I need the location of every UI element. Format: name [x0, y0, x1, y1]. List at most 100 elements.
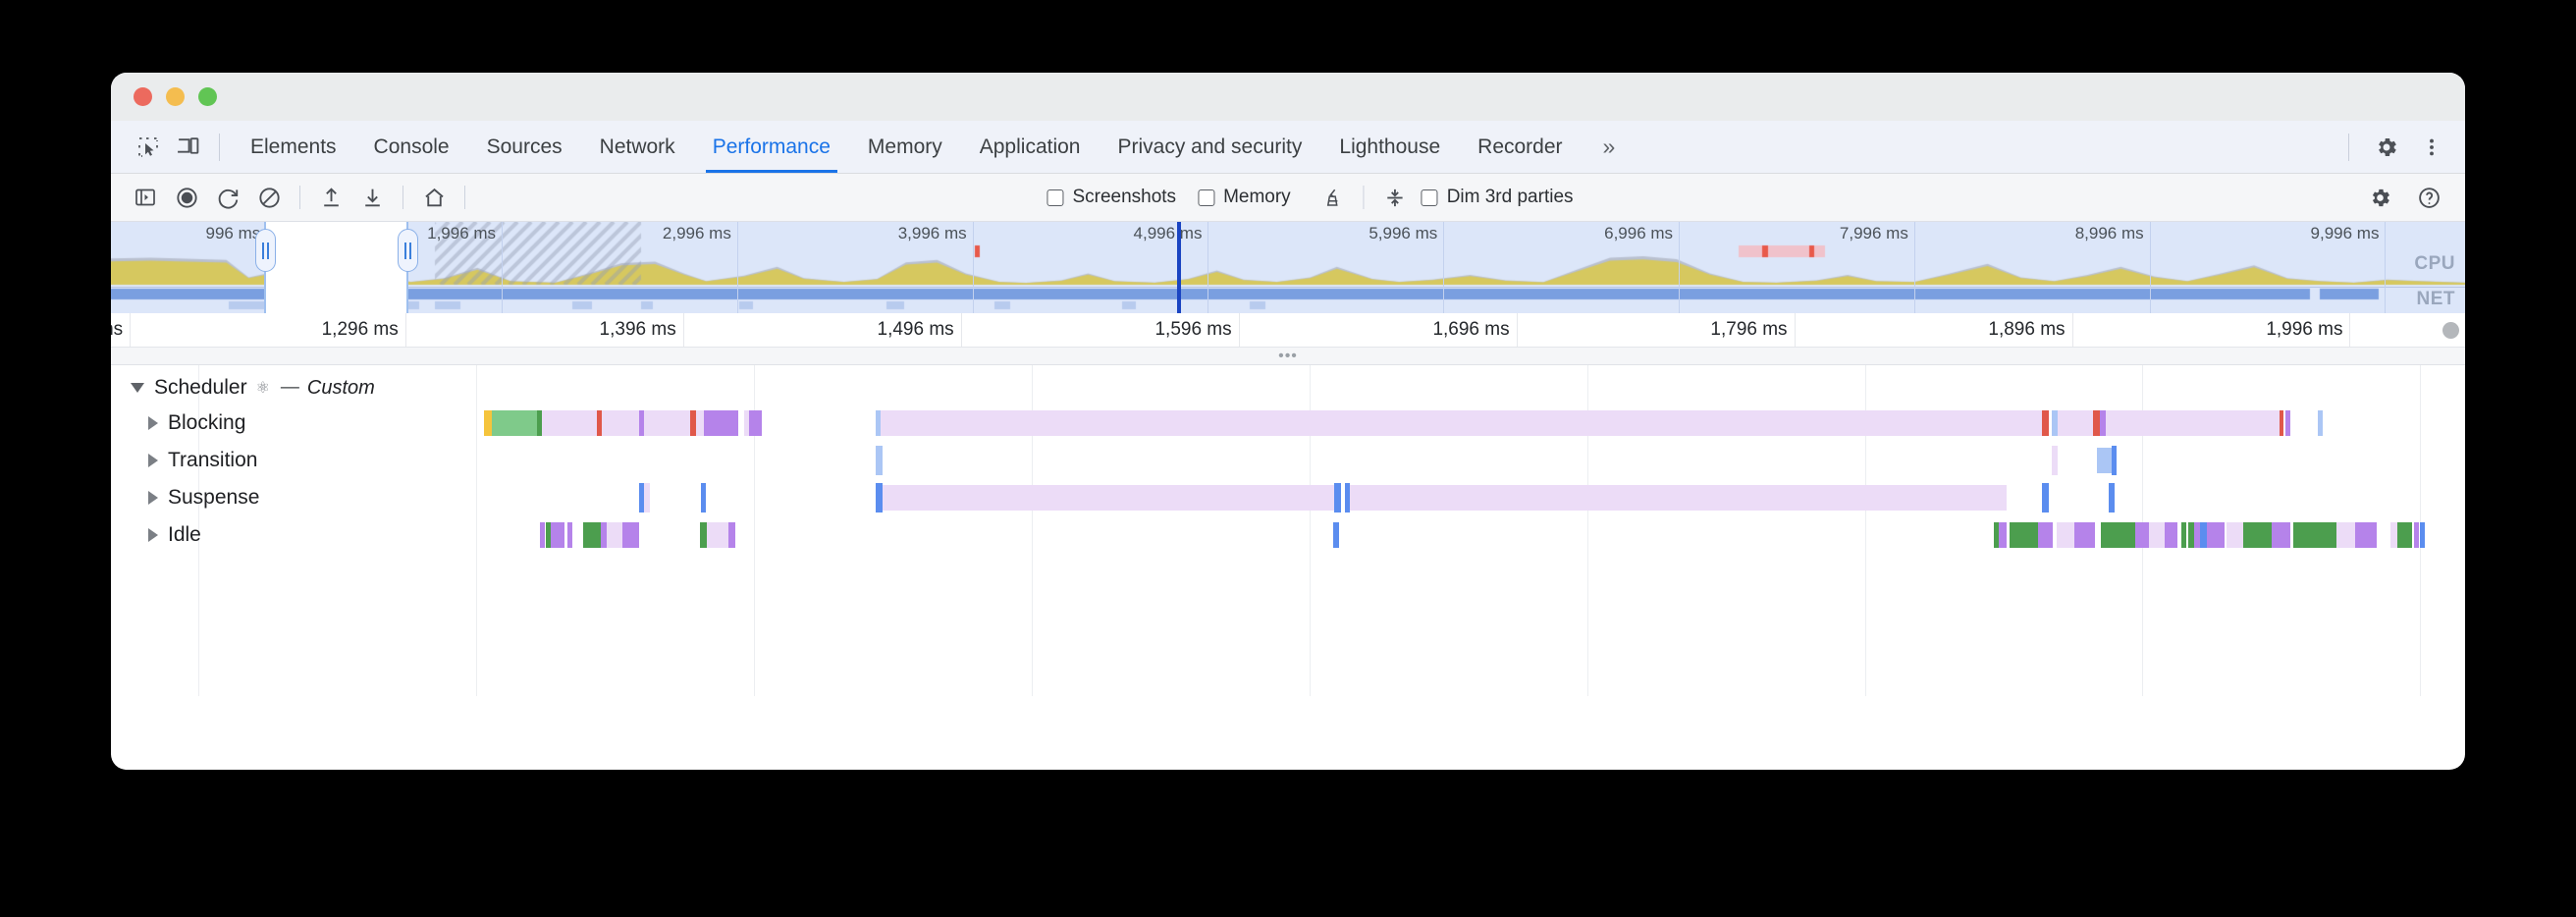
- dim-3rd-parties-checkbox-box[interactable]: [1421, 189, 1438, 206]
- flame-bar[interactable]: [583, 522, 601, 548]
- flame-bar[interactable]: [2206, 522, 2226, 548]
- flame-bar[interactable]: [2051, 410, 2059, 436]
- flame-bar[interactable]: [536, 410, 542, 436]
- minimize-window-button[interactable]: [166, 87, 185, 106]
- tab-elements[interactable]: Elements: [250, 135, 337, 158]
- flame-bar[interactable]: [1994, 522, 2000, 548]
- flame-bar[interactable]: [1332, 522, 1340, 548]
- track-row-idle[interactable]: Idle: [111, 516, 2465, 554]
- flame-bar[interactable]: [643, 483, 650, 512]
- flame-chart[interactable]: Scheduler ⚛ — Custom Blocking Transition: [111, 365, 2465, 696]
- flame-bar[interactable]: [2271, 522, 2290, 548]
- flame-bar[interactable]: [2193, 522, 2201, 548]
- flame-bar[interactable]: [2101, 522, 2135, 548]
- track-row-transition[interactable]: Transition: [111, 442, 2465, 479]
- screenshots-checkbox[interactable]: Screenshots: [1046, 187, 1176, 208]
- flame-bar[interactable]: [2396, 522, 2413, 548]
- flame-bar[interactable]: [2279, 410, 2284, 436]
- flame-bar[interactable]: [638, 410, 644, 436]
- flame-bar[interactable]: [2042, 483, 2049, 512]
- inspect-element-icon[interactable]: [129, 128, 168, 167]
- flame-bar[interactable]: [541, 410, 598, 436]
- flame-bar[interactable]: [2413, 522, 2419, 548]
- broom-icon[interactable]: [1313, 180, 1354, 215]
- tab-application[interactable]: Application: [979, 135, 1081, 158]
- flame-bar[interactable]: [2354, 522, 2378, 548]
- selection-handle-right[interactable]: [398, 229, 419, 272]
- flame-bar[interactable]: [2010, 522, 2038, 548]
- memory-checkbox-box[interactable]: [1198, 189, 1215, 206]
- flame-bar[interactable]: [2056, 522, 2075, 548]
- flame-bar[interactable]: [2187, 522, 2194, 548]
- flame-bar[interactable]: [1345, 483, 1351, 512]
- tab-network[interactable]: Network: [599, 135, 675, 158]
- flame-bar[interactable]: [1350, 485, 2007, 511]
- track-row-suspense[interactable]: Suspense: [111, 479, 2465, 516]
- flame-bar[interactable]: [638, 483, 644, 512]
- home-icon[interactable]: [413, 180, 455, 215]
- track-group-header[interactable]: Scheduler ⚛ — Custom: [111, 369, 375, 406]
- flame-bar[interactable]: [2292, 522, 2298, 548]
- flame-bar[interactable]: [696, 410, 705, 436]
- flame-bar[interactable]: [602, 410, 639, 436]
- track-bars-suspense[interactable]: [111, 479, 2465, 516]
- flame-bar[interactable]: [2181, 522, 2186, 548]
- flame-bar[interactable]: [2149, 522, 2165, 548]
- flame-bar[interactable]: [2058, 410, 2094, 436]
- chevron-right-icon[interactable]: [148, 416, 158, 430]
- flame-bar[interactable]: [546, 522, 552, 548]
- flame-bar[interactable]: [2243, 522, 2272, 548]
- flame-bar[interactable]: [2093, 410, 2100, 436]
- flame-bar[interactable]: [699, 522, 708, 548]
- flame-bar[interactable]: [2284, 410, 2290, 436]
- flame-bar[interactable]: [2112, 446, 2118, 475]
- flame-bar[interactable]: [2164, 522, 2177, 548]
- flame-bar[interactable]: [881, 410, 2043, 436]
- flame-bar[interactable]: [2074, 522, 2095, 548]
- clear-icon[interactable]: [248, 180, 290, 215]
- track-header-transition[interactable]: Transition: [111, 442, 257, 479]
- tab-recorder[interactable]: Recorder: [1477, 135, 1563, 158]
- track-bars-blocking[interactable]: [111, 405, 2465, 442]
- flame-bar[interactable]: [882, 485, 1335, 511]
- more-tabs-chevron-icon[interactable]: »: [1602, 134, 1616, 159]
- tab-memory[interactable]: Memory: [867, 135, 942, 158]
- tab-performance[interactable]: Performance: [694, 121, 849, 173]
- flame-bar[interactable]: [621, 522, 639, 548]
- flame-bar[interactable]: [597, 410, 603, 436]
- flame-bar[interactable]: [2200, 522, 2207, 548]
- track-group-scheduler[interactable]: Scheduler ⚛ — Custom: [111, 369, 2465, 406]
- flame-bar[interactable]: [707, 522, 729, 548]
- flame-bar[interactable]: [2109, 483, 2116, 512]
- flame-bar[interactable]: [540, 522, 545, 548]
- track-header-blocking[interactable]: Blocking: [111, 405, 245, 442]
- tab-lighthouse[interactable]: Lighthouse: [1339, 135, 1441, 158]
- flame-bar[interactable]: [2099, 410, 2106, 436]
- flame-bar[interactable]: [876, 483, 883, 512]
- chevron-right-icon[interactable]: [148, 454, 158, 467]
- track-row-blocking[interactable]: Blocking: [111, 405, 2465, 442]
- screenshots-checkbox-box[interactable]: [1046, 189, 1064, 206]
- track-header-suspense[interactable]: Suspense: [111, 479, 259, 516]
- download-profile-icon[interactable]: [351, 180, 393, 215]
- more-options-icon[interactable]: [2412, 128, 2451, 167]
- tab-privacy-and-security[interactable]: Privacy and security: [1117, 135, 1303, 158]
- device-toolbar-icon[interactable]: [168, 128, 207, 167]
- flame-bar[interactable]: [728, 522, 735, 548]
- timeline-ruler[interactable]: 1,196 ms1,296 ms1,396 ms1,496 ms1,596 ms…: [111, 313, 2465, 348]
- flame-bar[interactable]: [600, 522, 607, 548]
- flame-bar[interactable]: [704, 410, 738, 436]
- flame-bar[interactable]: [2037, 522, 2054, 548]
- flame-bar[interactable]: [2390, 522, 2397, 548]
- dim-3rd-parties-checkbox[interactable]: Dim 3rd parties: [1421, 187, 1574, 208]
- flame-bar[interactable]: [2297, 522, 2337, 548]
- flame-bar[interactable]: [701, 483, 706, 512]
- flame-bar[interactable]: [606, 522, 622, 548]
- selection-handle-left[interactable]: [255, 229, 277, 272]
- reload-and-record-icon[interactable]: [207, 180, 248, 215]
- flame-bar[interactable]: [567, 522, 573, 548]
- close-window-button[interactable]: [134, 87, 152, 106]
- flame-bar[interactable]: [2420, 522, 2425, 548]
- collapse-vertical-icon[interactable]: [1374, 180, 1416, 215]
